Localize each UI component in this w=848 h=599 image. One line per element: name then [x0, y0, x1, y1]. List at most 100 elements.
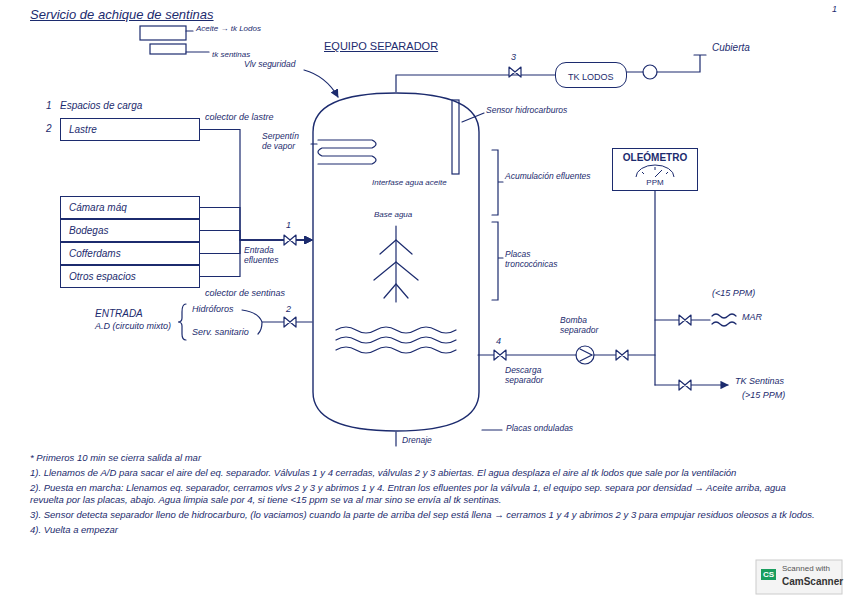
watermark-text: Scanned with	[782, 564, 830, 573]
pump-symbol	[580, 349, 592, 361]
tank-name: TK LODOS	[568, 72, 614, 82]
annotation-label: Serpentín de vapor	[262, 132, 310, 152]
annotation-label: Espacios de carga	[60, 100, 142, 112]
corrugated-plate	[336, 347, 456, 353]
bracket	[492, 150, 503, 215]
annotation-label: Hidróforos	[192, 304, 234, 314]
tank-capsule: TK LODOS	[555, 62, 627, 88]
conical-plates	[374, 240, 418, 298]
meter-unit: PPM	[620, 178, 690, 187]
annotation-label: (>15 PPM)	[742, 390, 785, 400]
annotation-label: 4	[496, 336, 501, 346]
pump-symbol	[576, 346, 594, 364]
valve-symbol	[494, 350, 506, 360]
annotation-label: Cubierta	[712, 42, 750, 54]
annotation-label: tk sentinas	[212, 50, 250, 59]
pipe-connector	[396, 75, 555, 92]
procedure-note: 1). Llenamos de A/D para sacar el aire d…	[30, 467, 820, 479]
annotation-label: Acumulación efluentes	[505, 172, 591, 182]
annotation-label: Serv. sanitario	[192, 327, 249, 337]
annotation-label: Placas onduladas	[506, 424, 573, 434]
gauge-dial	[632, 164, 678, 178]
annotation-label: colector de sentinas	[205, 288, 285, 298]
brace	[178, 304, 186, 340]
annotation-label: 2	[46, 123, 52, 135]
oil-meter-box: OLEÓMETRO PPM	[612, 148, 698, 191]
hydrocarbon-sensor	[452, 100, 459, 174]
annotation-label: Bomba separador	[560, 316, 612, 336]
meter-pipe	[654, 190, 655, 385]
pipe-connector	[200, 240, 312, 277]
annotation-label: 3	[511, 52, 516, 62]
space-box: Bodegas	[60, 219, 200, 242]
annotation-label: A.D (circuito mixto)	[95, 321, 181, 331]
corrugated-plate	[336, 327, 456, 333]
annotation-label: Sensor hidrocarburos	[486, 106, 567, 116]
space-box: Otros espacios	[60, 265, 200, 288]
annotation-label: Aceite → tk Lodos	[196, 24, 261, 33]
annotation-label: MAR	[742, 312, 762, 322]
space-box: Lastre	[60, 118, 200, 141]
bracket	[492, 222, 503, 300]
annotation-label: 1	[46, 100, 52, 112]
annotation-label: Vlv seguridad	[244, 60, 296, 70]
valve-symbol	[284, 317, 296, 327]
valve-symbol	[679, 380, 691, 390]
annotation-label: Placas troncocónicas	[505, 250, 567, 270]
valve-symbol	[284, 235, 296, 245]
annotation-label: Entrada efluentes	[244, 246, 288, 266]
space-name: Cámara máq	[69, 202, 127, 213]
deck-vent	[657, 55, 706, 72]
annotation-label: Base agua	[374, 210, 412, 219]
annotation-label: (<15 PPM)	[712, 288, 755, 298]
watermark-text: CamScanner	[782, 576, 843, 588]
annotation-label: 1	[286, 220, 291, 230]
space-box: Cámara máq	[60, 196, 200, 219]
annotation-label: 1	[832, 4, 837, 14]
flow-stem	[395, 226, 396, 302]
annotation-label: 2	[286, 304, 291, 314]
valve-symbol	[616, 350, 628, 360]
procedure-note: 3). Sensor detecta separador lleno de hi…	[30, 509, 820, 521]
corrugated-plate	[336, 337, 456, 343]
sketch-tank	[140, 26, 186, 40]
gauge-dial	[636, 165, 674, 177]
discharge-pipe	[478, 354, 576, 355]
annotation-label: ENTRADA	[95, 308, 143, 320]
separator-vessel: EQUIPO SEPARADOR	[312, 92, 480, 432]
annotation-label: TK Sentinas	[735, 376, 784, 386]
drain-pipe	[395, 432, 396, 446]
sludge-tank-fitting	[643, 65, 657, 79]
space-name: Cofferdams	[69, 248, 121, 259]
vessel-heading: EQUIPO SEPARADOR	[324, 40, 438, 52]
sketch-line	[186, 51, 209, 52]
relief-valve-arrow	[304, 70, 338, 97]
space-name: Bodegas	[69, 225, 108, 236]
meter-name: OLEÓMETRO	[620, 152, 690, 163]
fresh-water-pipe	[242, 310, 312, 334]
steam-coil	[318, 140, 376, 164]
sketch-line	[186, 30, 193, 31]
sketch-tank	[150, 44, 186, 54]
leader-line	[311, 143, 317, 144]
diagram-title: Servicio de achique de sentinas	[30, 8, 214, 23]
procedure-note: 4). Vuelta a empezar	[30, 524, 820, 536]
space-name: Lastre	[69, 124, 97, 135]
leader-line	[482, 429, 502, 430]
valve-symbol	[679, 315, 691, 325]
annotation-label: Interfase agua aceite	[372, 178, 450, 187]
annotation-label: Descarga separador	[505, 366, 567, 386]
space-name: Otros espacios	[69, 271, 136, 282]
procedure-note: * Primeros 10 min se cierra salida al ma…	[30, 452, 820, 464]
pipe-connector	[200, 130, 312, 241]
vessel-outline	[312, 92, 480, 432]
vessel-outline	[313, 93, 479, 431]
scanner-logo: CS	[761, 569, 776, 580]
sea-waves	[712, 314, 736, 326]
valve-symbol	[509, 67, 521, 77]
procedure-note: 2). Puesta en marcha: Llenamos eq. separ…	[30, 482, 820, 506]
annotation-label: colector de lastre	[205, 112, 274, 122]
space-box: Cofferdams	[60, 242, 200, 265]
notes-block: * Primeros 10 min se cierra salida al ma…	[30, 452, 820, 539]
